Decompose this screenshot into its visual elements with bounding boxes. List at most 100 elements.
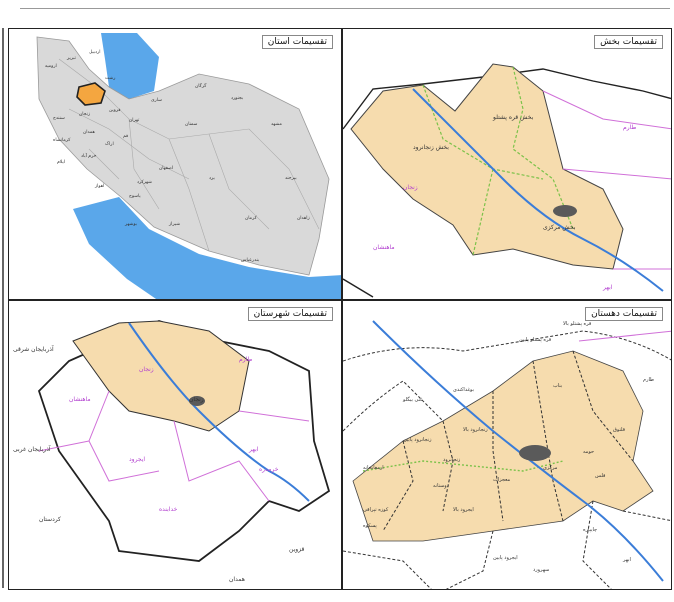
place-label: ساری bbox=[151, 98, 162, 103]
place-label: یاسوج bbox=[129, 194, 141, 199]
rural-label: چایپاره bbox=[583, 527, 597, 533]
place-label: بیرجند bbox=[285, 176, 297, 181]
outer-boundary bbox=[343, 278, 374, 298]
rural-label: قره پشتلو پایین bbox=[519, 337, 552, 343]
city-zanjan bbox=[553, 205, 577, 217]
county-label: آذربایجان شرقی bbox=[13, 344, 54, 353]
rural-label: پسکوه bbox=[363, 523, 377, 529]
place-label: کرمان bbox=[245, 215, 258, 221]
county-label: ابهر bbox=[248, 446, 259, 453]
rural-label: دوستانه bbox=[433, 483, 449, 489]
rural-borders bbox=[343, 330, 671, 589]
place-labels: ارومیه تبریز اردبیل رشت ساری گرگان تهران… bbox=[45, 50, 310, 263]
panel-title: تقسیمات شهرستان bbox=[247, 307, 333, 321]
city-zanjan bbox=[189, 396, 205, 406]
rural-label: ابهر bbox=[622, 557, 631, 563]
place-label: خرم آباد bbox=[81, 153, 97, 159]
district-label: بخش زنجانرود bbox=[413, 144, 449, 151]
river bbox=[412, 88, 664, 292]
place-label: قزوین bbox=[109, 108, 121, 113]
top-rule bbox=[20, 8, 670, 9]
rural-label: زنجانرود bbox=[443, 457, 461, 463]
study-county bbox=[350, 63, 624, 270]
district-labels: بخش قره پشتلو بخش زنجانرود بخش مرکزی طار… bbox=[373, 114, 636, 291]
place-label: تبریز bbox=[66, 56, 77, 61]
panel-title: تقسیمات بخش bbox=[594, 35, 663, 49]
place-label: سنندج bbox=[53, 116, 65, 121]
place-label: زاهدان bbox=[297, 216, 310, 221]
place-label: اردبیل bbox=[89, 50, 100, 55]
county-borders bbox=[38, 390, 310, 502]
city-zanjan bbox=[519, 445, 551, 461]
county-label: کردستان bbox=[39, 516, 61, 523]
county-label: طارم bbox=[239, 356, 252, 363]
left-rule bbox=[2, 28, 4, 588]
county-label: خدابنده bbox=[159, 506, 178, 513]
county-divisions-panel: آذربایجان شرقی آذربایجان غربی کردستان زن… bbox=[8, 300, 342, 590]
place-label: شهرکرد bbox=[137, 179, 152, 185]
district-label: ماهنشان bbox=[373, 244, 395, 251]
place-label: رشت bbox=[105, 76, 115, 81]
rural-labels: قره پشتلو بالا قره پشتلو پایین بوغداکندی… bbox=[363, 321, 654, 573]
district-label: طارم bbox=[623, 124, 636, 131]
county-label: همدان bbox=[229, 576, 245, 583]
rural-label: طارم bbox=[643, 377, 654, 383]
place-label: گرگان bbox=[195, 82, 207, 89]
rural-label: ارمغانخانه bbox=[363, 465, 384, 471]
rural-label: ایجرود بالا bbox=[453, 507, 474, 513]
place-label: بندرعباس bbox=[241, 258, 259, 263]
rural-label: حومه bbox=[583, 449, 594, 455]
study-county bbox=[352, 350, 654, 542]
county-label: قزوین bbox=[289, 546, 304, 553]
rural-label: معجزات bbox=[493, 477, 510, 483]
rural-label: زنجانرود بالا bbox=[463, 427, 488, 433]
neighbor-border bbox=[578, 330, 671, 342]
district-label: زنجان bbox=[403, 184, 418, 191]
place-label: تهران bbox=[129, 118, 140, 123]
rural-label: فلس bbox=[595, 473, 606, 479]
persian-gulf bbox=[73, 197, 341, 299]
rural-label: مرکزی bbox=[543, 465, 558, 471]
caspian-sea bbox=[101, 33, 159, 99]
district-label: بخش قره پشتلو bbox=[492, 114, 534, 121]
rural-label: بوغداکندی bbox=[453, 387, 474, 393]
panel-title: تقسیمات دهستان bbox=[585, 307, 663, 321]
county-label: ایجرود bbox=[129, 456, 145, 463]
place-label: کرمانشاه bbox=[53, 137, 71, 143]
river bbox=[128, 322, 310, 502]
county-label: آذربایجان غربی bbox=[13, 444, 51, 453]
district-label: ابهر bbox=[602, 284, 613, 291]
rural-label: سهرورد bbox=[533, 567, 549, 573]
district-map: بخش قره پشتلو بخش زنجانرود بخش مرکزی طار… bbox=[343, 63, 671, 298]
county-label: زنجان bbox=[189, 396, 204, 403]
rural-label: زنجانرود پایین bbox=[403, 437, 432, 443]
county-label: خرمدره bbox=[259, 466, 279, 473]
rural-label: ایجرود پایین bbox=[493, 555, 518, 561]
place-label: همدان bbox=[83, 130, 96, 135]
place-label: شیراز bbox=[168, 222, 180, 227]
place-label: ارومیه bbox=[45, 64, 57, 69]
place-label: بجنورد bbox=[231, 96, 243, 101]
panel-title: تقسیمات استان bbox=[261, 35, 333, 49]
rural-label: قره پشتلو بالا bbox=[563, 321, 592, 327]
county-label: ماهنشان bbox=[69, 396, 91, 403]
iran-map: ارومیه تبریز اردبیل رشت ساری گرگان تهران… bbox=[36, 33, 341, 299]
place-label: زنجان bbox=[79, 112, 90, 117]
place-label: یزد bbox=[209, 176, 215, 181]
neighbor-borders bbox=[542, 90, 671, 270]
place-label: اصفهان bbox=[159, 166, 173, 171]
rural-divisions-panel: قره پشتلو بالا قره پشتلو پایین بوغداکندی… bbox=[342, 300, 672, 590]
rural-label: قلتوق bbox=[613, 427, 626, 433]
place-label: قم bbox=[123, 134, 128, 139]
place-label: مشهد bbox=[271, 122, 282, 127]
place-label: بوشهر bbox=[124, 222, 137, 227]
district-borders bbox=[362, 460, 564, 472]
rural-label: غنی بیگلو bbox=[402, 396, 423, 403]
iran-land bbox=[36, 36, 330, 276]
rural-label: بناب bbox=[553, 383, 562, 389]
place-label: اهواز bbox=[94, 184, 104, 189]
rural-map: قره پشتلو بالا قره پشتلو پایین بوغداکندی… bbox=[343, 320, 671, 589]
district-label: بخش مرکزی bbox=[543, 224, 576, 231]
rural-label: کوزه تپراقی bbox=[363, 507, 389, 513]
